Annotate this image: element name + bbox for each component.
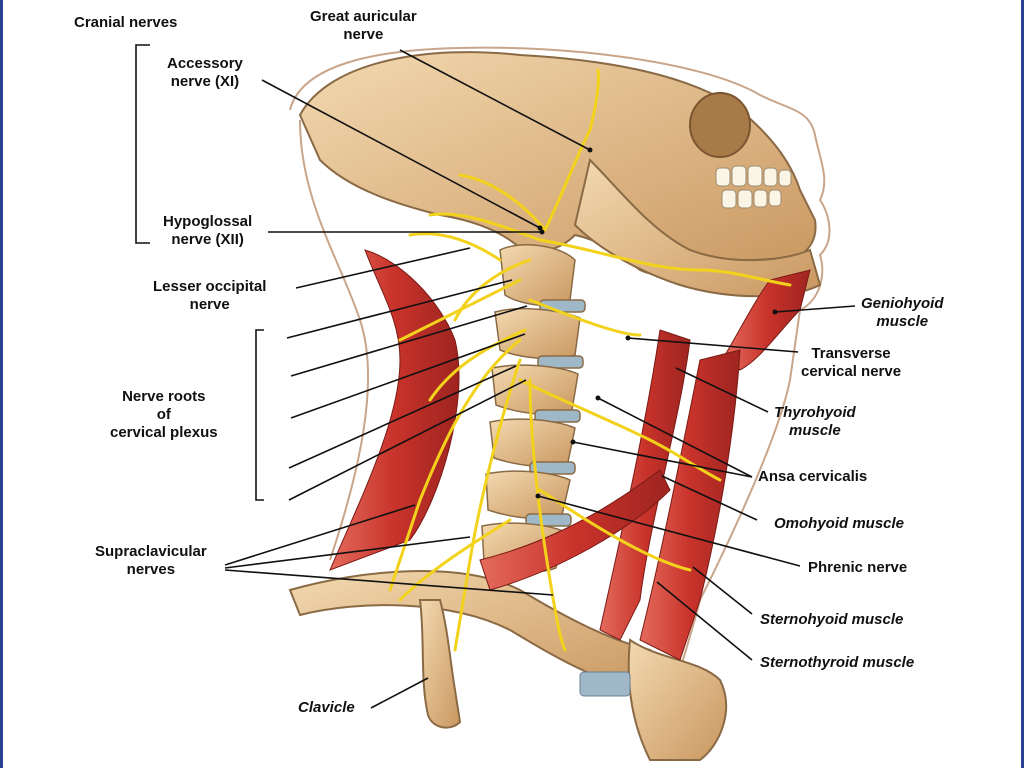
label-lesser-occipital-nerve: Lesser occipital nerve bbox=[153, 278, 267, 313]
leader-geniohyoid bbox=[774, 305, 856, 313]
clavicle-bone bbox=[418, 599, 462, 729]
leader-ansa-1 bbox=[597, 397, 753, 478]
leader-dots bbox=[535, 147, 778, 499]
leader-sternothyroid bbox=[656, 581, 753, 661]
nerve-roots-bracket bbox=[255, 329, 264, 501]
orbit bbox=[689, 92, 751, 158]
costal-cartilage bbox=[579, 671, 631, 697]
leader-great-auricular bbox=[399, 49, 591, 151]
leader-supraclavicular-3 bbox=[224, 569, 554, 596]
nerves bbox=[388, 68, 792, 652]
leader-root-1 bbox=[286, 279, 513, 339]
label-nerve-roots-cervical-plexus: Nerve roots of cervical plexus bbox=[110, 388, 218, 441]
label-phrenic-nerve: Phrenic nerve bbox=[808, 559, 908, 576]
label-sternohyoid-muscle: Sternohyoid muscle bbox=[760, 611, 904, 628]
leader-root-3 bbox=[290, 333, 526, 419]
leader-supraclavicular-1 bbox=[224, 504, 416, 566]
muscles bbox=[329, 249, 811, 661]
cervical-vertebrae bbox=[481, 244, 586, 573]
leader-root-4 bbox=[288, 365, 517, 469]
leader-accessory bbox=[261, 79, 541, 229]
teeth bbox=[715, 165, 792, 209]
label-transverse-cervical-nerve: Transverse cervical nerve bbox=[801, 345, 902, 380]
leader-clavicle bbox=[370, 677, 429, 709]
leader-ansa-2 bbox=[572, 441, 753, 478]
leader-supraclavicular-2 bbox=[224, 536, 471, 569]
leader-omohyoid bbox=[661, 475, 758, 521]
label-cranial-nerves: Cranial nerves bbox=[74, 14, 178, 31]
skin-outline bbox=[289, 46, 831, 741]
leader-root-2 bbox=[290, 305, 528, 377]
label-clavicle: Clavicle bbox=[298, 699, 355, 716]
label-hypoglossal-nerve: Hypoglossal nerve (XII) bbox=[163, 213, 253, 248]
label-supraclavicular-nerves: Supraclavicular nerves bbox=[95, 543, 207, 578]
leader-sternohyoid bbox=[692, 566, 753, 615]
label-thyrohyoid-muscle: Thyrohyoid muscle bbox=[774, 404, 856, 439]
leader-root-5 bbox=[288, 379, 527, 501]
label-sternothyroid-muscle: Sternothyroid muscle bbox=[760, 654, 915, 671]
leader-lines bbox=[135, 44, 856, 709]
leader-thyrohyoid bbox=[675, 367, 769, 413]
label-great-auricular-nerve: Great auricular nerve bbox=[310, 8, 417, 43]
label-geniohyoid-muscle: Geniohyoid muscle bbox=[861, 295, 944, 330]
leader-transverse-cervical bbox=[627, 337, 799, 353]
label-accessory-nerve: Accessory nerve (XI) bbox=[167, 55, 243, 90]
cranial-bracket bbox=[135, 44, 150, 244]
label-ansa-cervicalis: Ansa cervicalis bbox=[758, 468, 868, 485]
leader-phrenic bbox=[537, 495, 801, 567]
leader-lesser-occipital bbox=[295, 247, 471, 289]
back-neck-outline bbox=[299, 119, 369, 561]
label-omohyoid-muscle: Omohyoid muscle bbox=[774, 515, 905, 532]
